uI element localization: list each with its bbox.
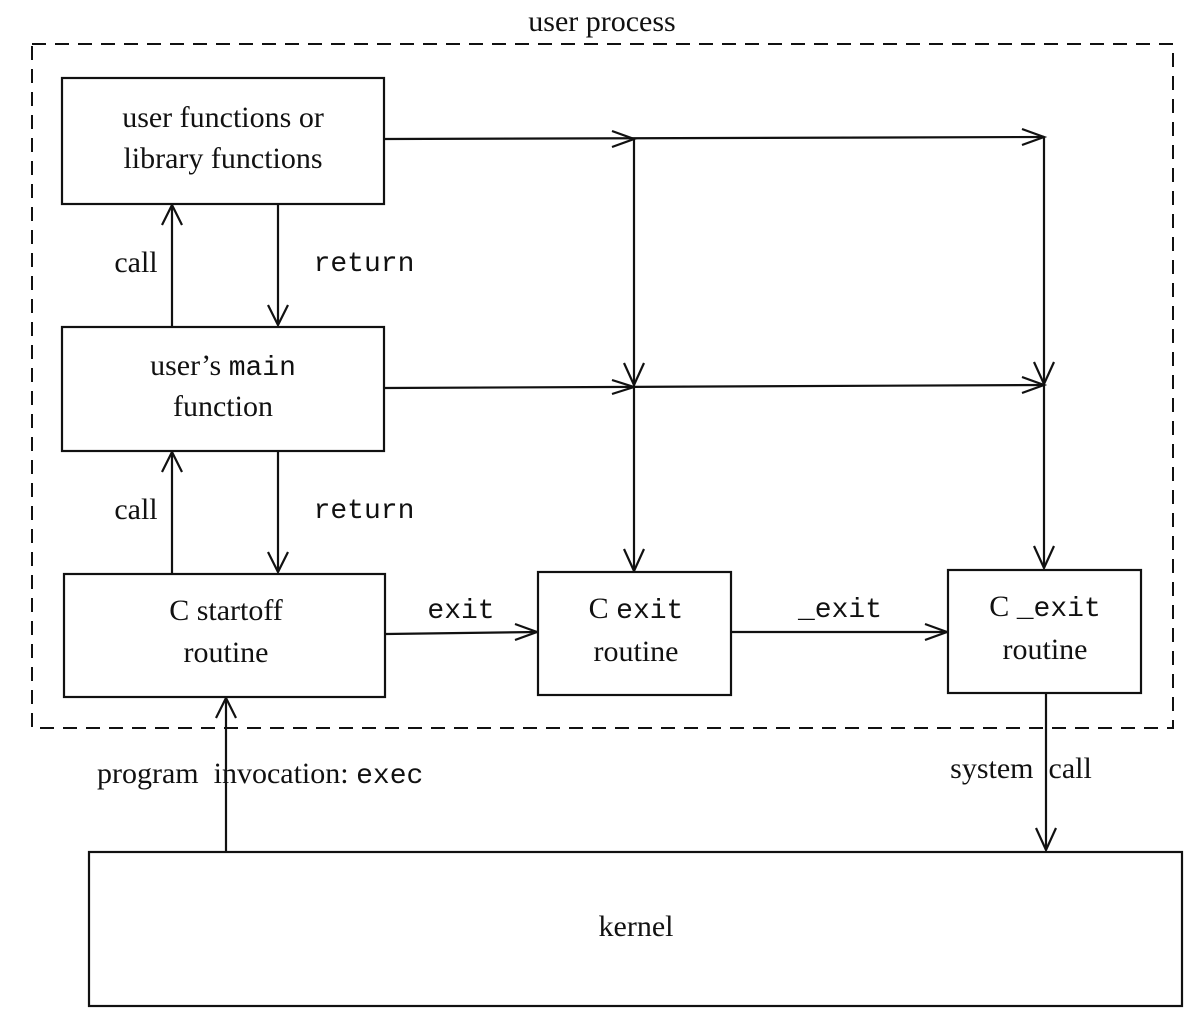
c-exit-box: C exit routine xyxy=(536,570,733,697)
c-exit-line1: C exit xyxy=(589,592,684,627)
c-underscore-exit-line2: routine xyxy=(1003,633,1088,666)
c-exit-prefix: C xyxy=(589,592,617,625)
c-exit-line2: routine xyxy=(594,635,679,668)
c-exit-code: exit xyxy=(616,596,683,627)
c-exit-box-frame xyxy=(536,570,733,697)
program-invocation-code: exec xyxy=(356,761,423,792)
main-function-line2: function xyxy=(173,390,273,423)
arrowhead xyxy=(1032,545,1056,571)
c-underscore-exit-code: _exit xyxy=(1016,594,1101,625)
return-label-lower: return xyxy=(314,496,415,527)
user-process-title: user process xyxy=(528,5,675,38)
c-startoff-box: C startoff routine xyxy=(62,572,387,699)
exit-arrow xyxy=(385,630,538,636)
c-underscore-exit-prefix: C xyxy=(989,590,1017,623)
c-underscore-exit-box-frame xyxy=(946,568,1143,695)
c-startoff-line1: C startoff xyxy=(169,594,283,627)
system-call-label: system call xyxy=(950,752,1092,785)
user-process-boundary xyxy=(31,43,1174,729)
kernel-box-frame xyxy=(87,850,1184,1008)
arrowhead xyxy=(1034,827,1058,853)
arrowhead xyxy=(622,362,646,388)
c-startoff-box-frame xyxy=(62,572,387,699)
main-function-box-frame xyxy=(60,325,386,453)
user-functions-line1: user functions or xyxy=(122,101,324,134)
arrowhead xyxy=(267,551,289,575)
program-invocation-label: program invocation: exec xyxy=(97,757,423,792)
call-label-lower: call xyxy=(114,493,157,526)
kernel-label: kernel xyxy=(599,910,674,943)
kernel-box: kernel xyxy=(87,850,1184,1008)
main-exit-path xyxy=(384,383,1045,390)
user-functions-exit-path xyxy=(384,135,1045,141)
main-function-box: user’s main function xyxy=(60,325,386,453)
c-underscore-exit-line1: C _exit xyxy=(989,590,1101,625)
main-function-code: main xyxy=(229,353,296,384)
user-functions-box: user functions or library functions xyxy=(60,76,386,206)
user-functions-box-frame xyxy=(60,76,386,206)
arrowhead xyxy=(1032,361,1056,387)
underscore-exit-label: _exit xyxy=(797,595,882,626)
program-invocation-text: program invocation: xyxy=(97,757,356,790)
call-label-upper: call xyxy=(114,246,157,279)
main-function-prefix: user’s xyxy=(150,349,229,382)
main-function-line1: user’s main xyxy=(150,349,296,384)
user-functions-line2: library functions xyxy=(123,142,322,175)
connectors xyxy=(161,127,1058,853)
exit-label: exit xyxy=(427,596,494,627)
arrowhead xyxy=(267,304,289,328)
c-startoff-line2: routine xyxy=(184,636,269,669)
c-underscore-exit-box: C _exit routine xyxy=(946,568,1143,695)
return-label-upper: return xyxy=(314,249,415,280)
